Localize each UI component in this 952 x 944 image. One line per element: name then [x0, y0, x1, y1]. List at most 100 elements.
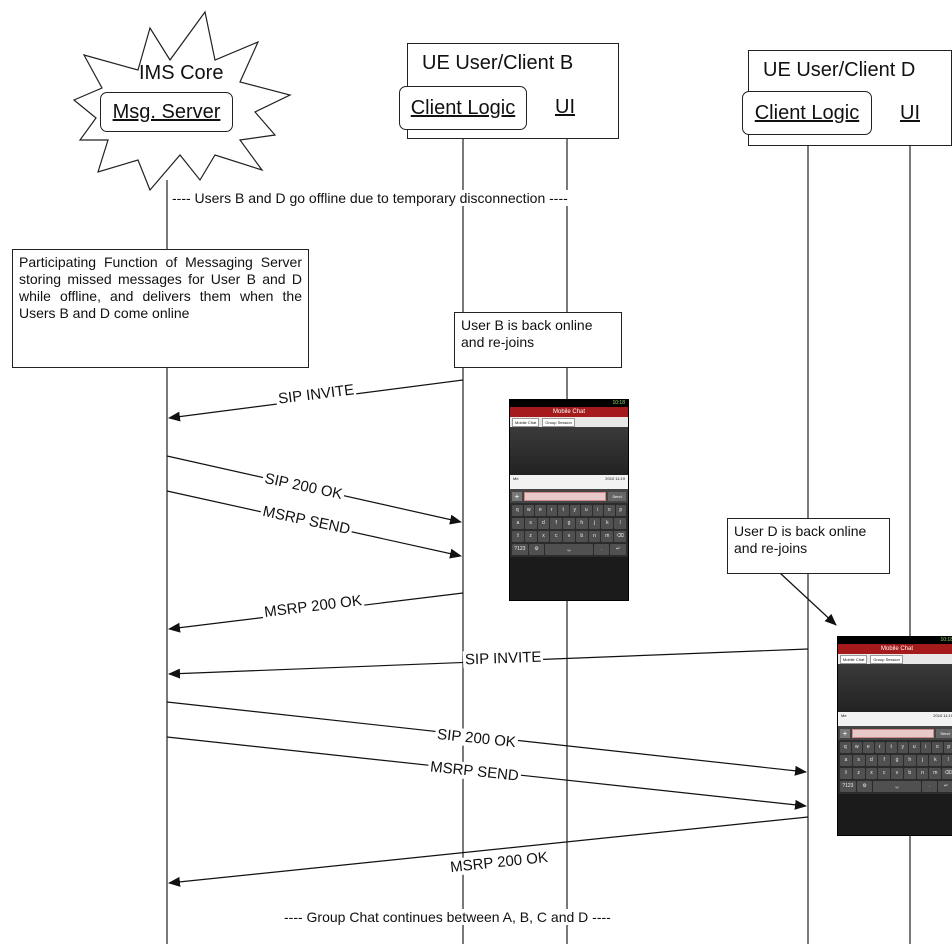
phone-tab: Mobile Chat: [512, 418, 540, 427]
keyboard-row: ?123⚙␣.↵: [512, 544, 627, 555]
keyboard-key: s: [852, 755, 865, 766]
keyboard-key: ?123: [840, 781, 856, 792]
ims-core-title: IMS Core: [139, 62, 224, 84]
keyboard-key: k: [601, 518, 614, 529]
keyboard-key: ⚙: [856, 781, 873, 792]
keyboard-key: b: [903, 768, 916, 779]
keyboard-key: a: [511, 518, 524, 529]
phone-message-time: 2010 11:19: [933, 713, 952, 718]
keyboard-key: ⇧: [511, 531, 524, 542]
keyboard-key: ␣: [545, 544, 593, 555]
phone-message-sender: Me: [513, 476, 519, 481]
participating-function-note: Participating Function of Messaging Serv…: [12, 249, 309, 368]
phone-send-button: Send: [936, 728, 952, 738]
keyboard-key: u: [909, 742, 920, 753]
keyboard-key: g: [563, 518, 575, 529]
keyboard-key: s: [524, 518, 537, 529]
plus-icon: +: [840, 728, 850, 738]
keyboard-key: f: [550, 518, 563, 529]
phone-input-row: + Send: [838, 726, 952, 740]
keyboard-key: h: [903, 755, 916, 766]
keyboard-key: o: [604, 505, 615, 516]
keyboard-key: i: [920, 742, 931, 753]
phone-tabs: Mobile Chat Group Session: [510, 417, 628, 427]
keyboard-key: l: [942, 755, 952, 766]
phone-screenshot-d: 10:18 Mobile Chat Mobile Chat Group Sess…: [837, 636, 952, 836]
keyboard-key: ⌫: [942, 768, 952, 779]
keyboard-key: p: [615, 505, 626, 516]
keyboard-key: x: [537, 531, 550, 542]
phone-message: Me 2010 11:19: [510, 475, 628, 489]
keyboard-key: w: [523, 505, 534, 516]
keyboard-key: d: [537, 518, 550, 529]
keyboard-key: i: [592, 505, 603, 516]
keyboard-key: j: [588, 518, 601, 529]
keyboard-key: y: [897, 742, 908, 753]
phone-send-button: Send: [608, 491, 626, 501]
keyboard-key: y: [569, 505, 580, 516]
client-d-logic-box: Client Logic: [742, 91, 872, 135]
phone-input-row: + Send: [510, 489, 628, 503]
keyboard-key: w: [851, 742, 862, 753]
keyboard-key: t: [886, 742, 897, 753]
keyboard-key: x: [865, 768, 878, 779]
keyboard-key: z: [524, 531, 537, 542]
phone-title-bar: Mobile Chat: [838, 644, 952, 654]
keyboard-key: g: [891, 755, 903, 766]
keyboard-key: v: [891, 768, 903, 779]
keyboard-key: c: [550, 531, 563, 542]
keyboard-key: h: [575, 518, 588, 529]
phone-status-bar: 10:18: [838, 637, 952, 644]
keyboard-key: r: [874, 742, 885, 753]
keyboard-key: o: [932, 742, 943, 753]
phone-text-field: [524, 491, 606, 501]
keyboard-key: t: [558, 505, 569, 516]
keyboard-key: ↵: [610, 544, 627, 555]
phone-title-bar: Mobile Chat: [510, 407, 628, 417]
phone-message-time: 2010 11:19: [605, 476, 625, 481]
phone-chat-area: [838, 664, 952, 712]
keyboard-key: b: [575, 531, 588, 542]
keyboard-row: ?123⚙␣.↵: [840, 781, 952, 792]
keyboard-key: z: [852, 768, 865, 779]
keyboard-key: e: [535, 505, 546, 516]
client-d-title: UE User/Client D: [763, 59, 916, 81]
phone-tab: Group Session: [870, 655, 903, 664]
keyboard-key: c: [878, 768, 891, 779]
phone-tab: Mobile Chat: [840, 655, 868, 664]
user-d-note-pointer: [779, 572, 837, 626]
phone-message-sender: Me: [841, 713, 847, 718]
keyboard-key: ?123: [512, 544, 528, 555]
keyboard-key: n: [588, 531, 601, 542]
client-b-logic-box: Client Logic: [399, 86, 527, 130]
user-d-note: User D is back online and re-joins: [727, 518, 890, 574]
keyboard-key: p: [943, 742, 952, 753]
keyboard-key: r: [546, 505, 557, 516]
keyboard-key: k: [929, 755, 942, 766]
keyboard-key: ⚙: [528, 544, 545, 555]
keyboard-key: q: [512, 505, 523, 516]
keyboard-key: d: [865, 755, 878, 766]
keyboard-key: m: [601, 531, 614, 542]
keyboard-key: q: [840, 742, 851, 753]
keyboard-key: .: [593, 544, 610, 555]
keyboard-key: l: [614, 518, 627, 529]
phone-text-field: [852, 728, 934, 738]
keyboard-key: m: [929, 768, 942, 779]
msg-server-box: Msg. Server: [100, 92, 233, 132]
client-d-ui-label: UI: [900, 102, 920, 124]
keyboard-key: ↵: [938, 781, 952, 792]
keyboard-key: ␣: [873, 781, 921, 792]
offline-banner: ---- Users B and D go offline due to tem…: [168, 190, 572, 206]
phone-tab: Group Session: [542, 418, 575, 427]
keyboard-key: ⇧: [839, 768, 852, 779]
keyboard-key: n: [916, 768, 929, 779]
client-b-ui-label: UI: [555, 96, 575, 118]
